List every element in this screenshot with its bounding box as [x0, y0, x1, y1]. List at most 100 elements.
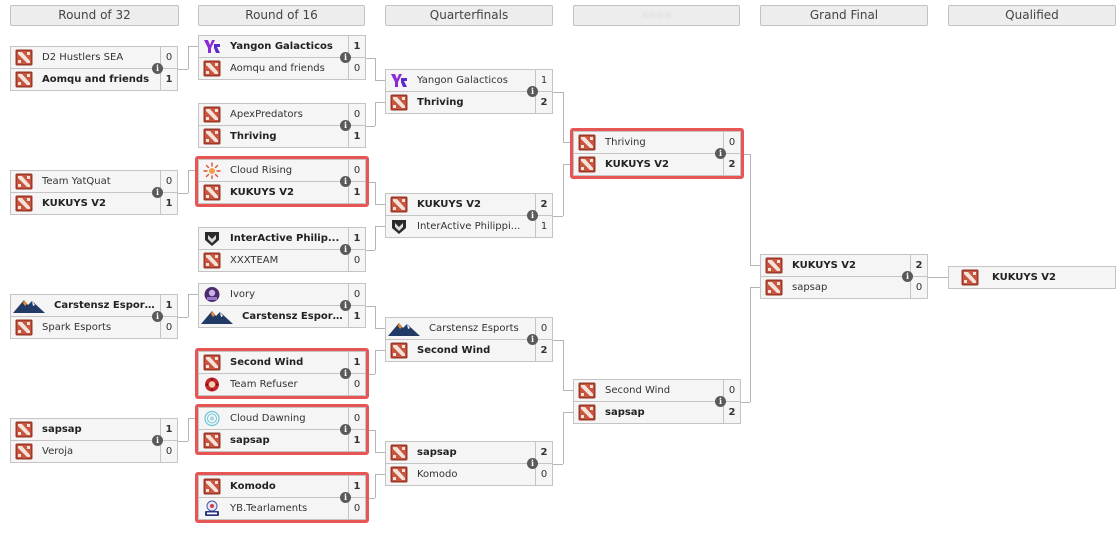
team-name[interactable]: Second Wind — [230, 357, 304, 368]
team-name[interactable]: Second Wind — [605, 385, 671, 396]
team-name[interactable]: Carstensz Esports — [429, 323, 519, 334]
team-row[interactable]: InterActive Philippi...1 — [385, 215, 553, 238]
team-name[interactable]: Veroja — [42, 446, 74, 457]
team-name[interactable]: KUKUYS V2 — [605, 159, 670, 170]
team-row[interactable]: KUKUYS V2 — [948, 266, 1116, 289]
team-name[interactable]: D2 Hustlers SEA — [42, 52, 124, 63]
team-name[interactable]: Thriving — [230, 131, 277, 142]
team-name[interactable]: InterActive Philippi... — [417, 221, 521, 232]
match-info-icon[interactable]: i — [527, 458, 538, 469]
match-info-icon[interactable]: i — [340, 492, 351, 503]
team-name[interactable]: sapsap — [605, 407, 645, 418]
team-name[interactable]: Aomqu and friends — [42, 74, 150, 85]
team-name[interactable]: Carstensz Esports — [242, 311, 343, 322]
team-name[interactable]: KUKUYS V2 — [992, 272, 1057, 283]
team-name[interactable]: Team Refuser — [230, 379, 298, 390]
team-name[interactable]: Carstensz Esports — [54, 300, 155, 311]
team-name[interactable]: KUKUYS V2 — [230, 187, 295, 198]
team-name[interactable]: ApexPredators — [230, 109, 303, 120]
match-info-icon[interactable]: i — [902, 271, 913, 282]
team-name[interactable]: Team YatQuat — [42, 176, 111, 187]
team-name[interactable]: XXXTEAM — [230, 255, 279, 266]
match-info-icon[interactable]: i — [340, 120, 351, 131]
match-info-icon[interactable]: i — [715, 396, 726, 407]
match-info-icon[interactable]: i — [340, 300, 351, 311]
team-name[interactable]: Cloud Dawning — [230, 413, 306, 424]
match-info-icon[interactable]: i — [527, 210, 538, 221]
team-name[interactable]: Yangon Galacticos — [417, 75, 508, 86]
team-name[interactable]: Thriving — [605, 137, 646, 148]
team-name[interactable]: sapsap — [792, 282, 828, 293]
match-info-icon[interactable]: i — [152, 435, 163, 446]
match-info-icon[interactable]: i — [340, 424, 351, 435]
match-info-icon[interactable]: i — [152, 311, 163, 322]
match-info-icon[interactable]: i — [152, 187, 163, 198]
team-name[interactable]: InterActive Philip... — [230, 233, 340, 244]
match-info-icon[interactable]: i — [527, 334, 538, 345]
team-name[interactable]: KUKUYS V2 — [792, 260, 857, 271]
team-name[interactable]: Komodo — [417, 469, 458, 480]
team-name[interactable]: Second Wind — [417, 345, 491, 356]
match-info-icon[interactable]: i — [340, 176, 351, 187]
match-info-icon[interactable]: i — [340, 244, 351, 255]
match-info-icon[interactable]: i — [340, 368, 351, 379]
team-name[interactable]: KUKUYS V2 — [417, 199, 482, 210]
match-info-icon[interactable]: i — [527, 86, 538, 97]
match-info-icon[interactable]: i — [152, 63, 163, 74]
team-name[interactable]: Aomqu and friends — [230, 63, 325, 74]
team-name[interactable]: sapsap — [230, 435, 270, 446]
team-name[interactable]: sapsap — [42, 424, 82, 435]
team-name[interactable]: Yangon Galacticos — [230, 41, 333, 52]
team-name[interactable]: YB.Tearlaments — [230, 503, 308, 514]
team-name[interactable]: Komodo — [230, 481, 276, 492]
match-info-icon[interactable]: i — [715, 148, 726, 159]
team-name[interactable]: Cloud Rising — [230, 165, 293, 176]
team-name[interactable]: Ivory — [230, 289, 256, 300]
qualified-slot[interactable]: KUKUYS V2 — [948, 266, 1116, 289]
